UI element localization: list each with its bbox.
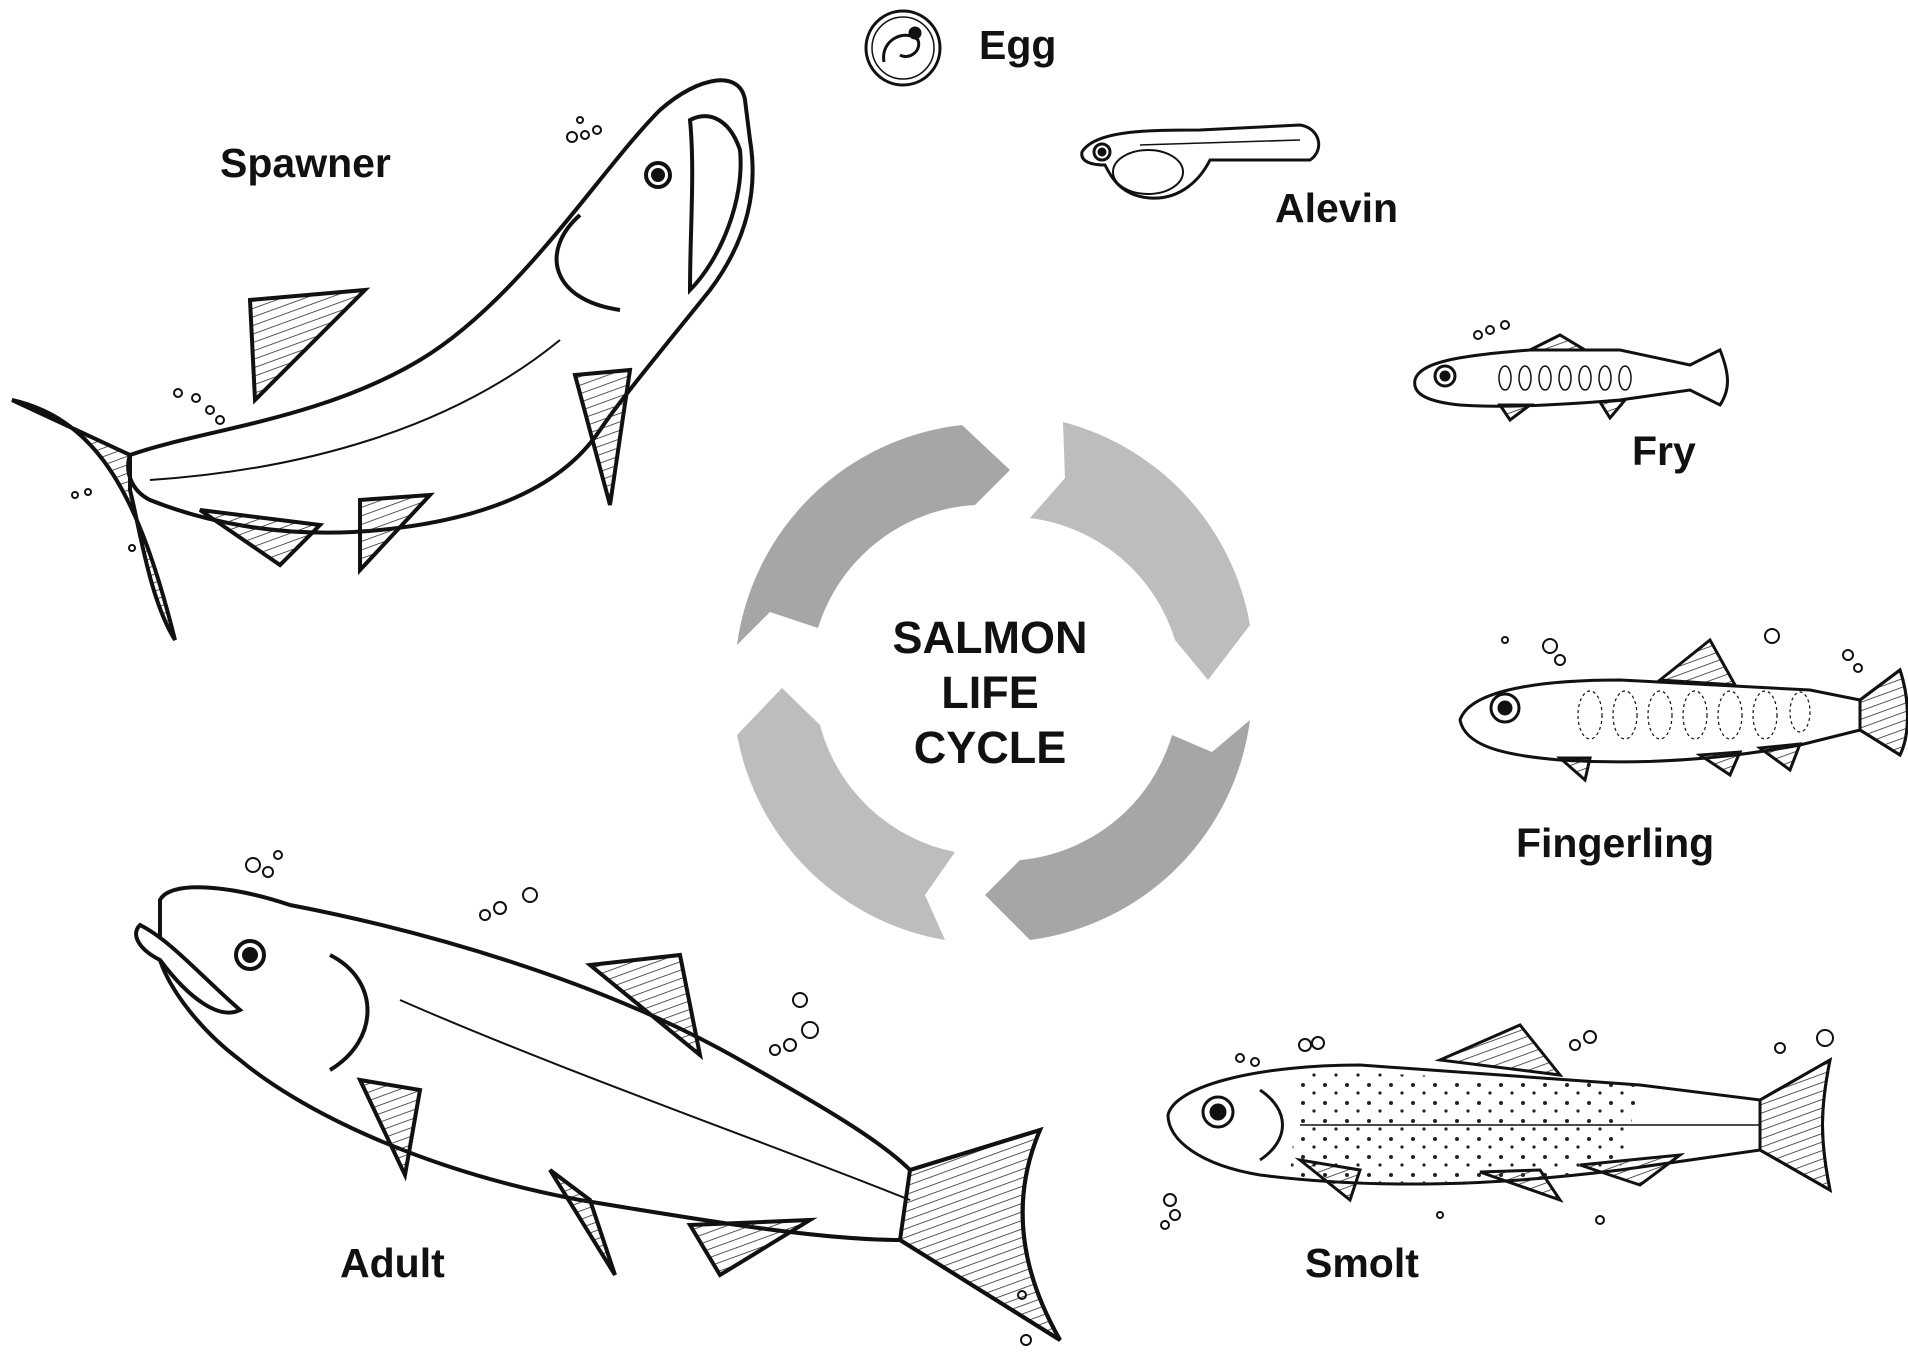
egg-drawing bbox=[866, 11, 940, 85]
fry-drawing bbox=[1415, 335, 1728, 420]
label-smolt: Smolt bbox=[1305, 1240, 1419, 1287]
label-adult: Adult bbox=[340, 1240, 445, 1287]
title-line-2: LIFE bbox=[840, 665, 1140, 720]
title-line-3: CYCLE bbox=[840, 720, 1140, 775]
label-fingerling: Fingerling bbox=[1516, 820, 1714, 867]
adult-drawing bbox=[136, 887, 1060, 1340]
label-spawner: Spawner bbox=[220, 140, 391, 187]
fingerling-drawing bbox=[1460, 640, 1908, 780]
title-line-1: SALMON bbox=[840, 610, 1140, 665]
label-fry: Fry bbox=[1632, 428, 1696, 475]
smolt-drawing bbox=[1168, 1025, 1830, 1200]
label-egg: Egg bbox=[979, 22, 1056, 69]
label-alevin: Alevin bbox=[1275, 185, 1398, 232]
diagram-title: SALMON LIFE CYCLE bbox=[840, 610, 1140, 775]
